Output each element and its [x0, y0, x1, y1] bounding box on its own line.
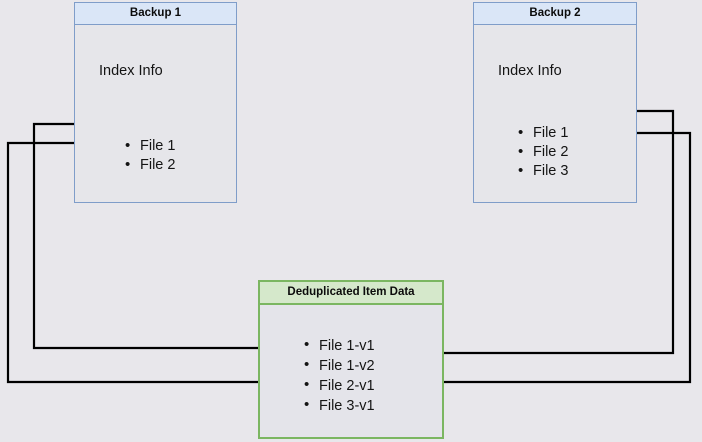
node-backup-2[interactable]: Backup 2 Index Info File 1 File 2 File 3 — [473, 2, 637, 203]
node-backup-2-body: Index Info File 1 File 2 File 3 — [474, 25, 636, 202]
node-dedup-title: Deduplicated Item Data — [260, 282, 442, 305]
list-item: File 1-v1 — [304, 335, 375, 356]
list-item: File 2 — [518, 142, 568, 162]
list-item: File 1 — [518, 123, 568, 143]
node-deduplicated-item-data[interactable]: Deduplicated Item Data File 1-v1 File 1-… — [258, 280, 444, 439]
list-item: File 1 — [125, 136, 175, 156]
list-item: File 3 — [518, 161, 568, 181]
list-item: File 2 — [125, 155, 175, 175]
backup-2-file-list: File 1 File 2 File 3 — [518, 123, 568, 181]
list-item: File 1-v2 — [304, 355, 375, 376]
node-backup-1-body: Index Info File 1 File 2 — [75, 25, 236, 202]
list-item: File 2-v1 — [304, 375, 375, 396]
backup-2-index-info-label: Index Info — [498, 63, 562, 79]
node-backup-1-title: Backup 1 — [75, 3, 236, 25]
backup-1-file-list: File 1 File 2 — [125, 136, 175, 175]
node-backup-2-title: Backup 2 — [474, 3, 636, 25]
node-backup-1[interactable]: Backup 1 Index Info File 1 File 2 — [74, 2, 237, 203]
dedup-file-list: File 1-v1 File 1-v2 File 2-v1 File 3-v1 — [304, 335, 375, 416]
backup-1-index-info-label: Index Info — [99, 63, 163, 79]
list-item: File 3-v1 — [304, 395, 375, 416]
node-dedup-body: File 1-v1 File 1-v2 File 2-v1 File 3-v1 — [260, 305, 442, 437]
